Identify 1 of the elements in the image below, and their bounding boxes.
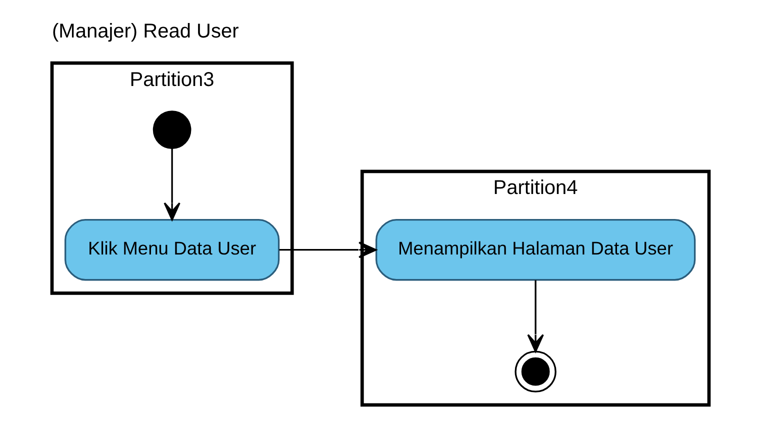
diagram-title: (Manajer) Read User [52,20,238,42]
